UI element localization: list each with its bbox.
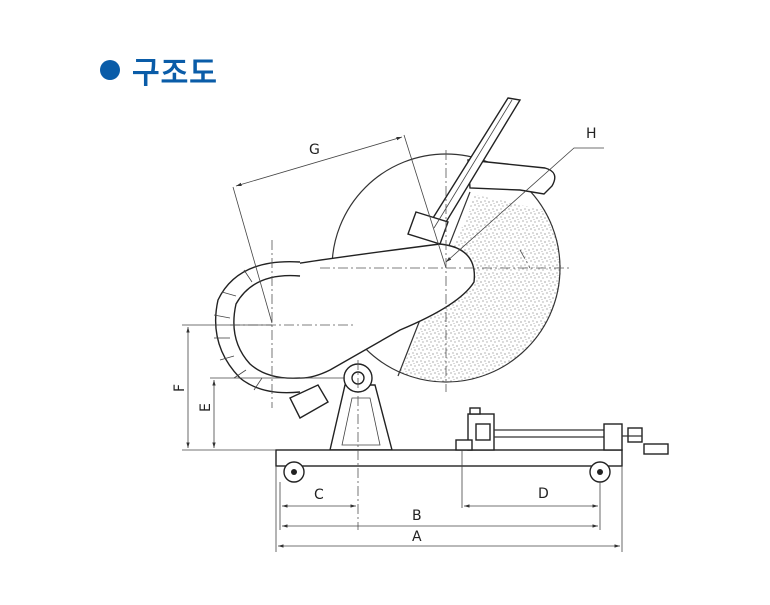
dim-label-g: G	[309, 142, 320, 158]
pivot-stand	[329, 363, 393, 451]
section-header: 구조도	[100, 48, 218, 92]
dim-label-e: E	[198, 403, 214, 412]
dim-label-h: H	[586, 126, 597, 142]
dim-label-b: B	[412, 508, 422, 524]
wheel-guard	[467, 159, 556, 195]
vise	[455, 407, 669, 455]
dim-label-c: C	[314, 487, 324, 503]
dim-label-d: D	[538, 486, 549, 502]
base-plate	[275, 449, 623, 483]
page-title: 구조도	[132, 56, 218, 91]
motor-housing	[213, 260, 301, 394]
dim-label-a: A	[412, 529, 422, 545]
handle	[407, 97, 522, 245]
belt-cover	[289, 384, 329, 419]
dim-label-f: F	[172, 384, 188, 392]
bullet-dot-icon	[100, 60, 120, 80]
